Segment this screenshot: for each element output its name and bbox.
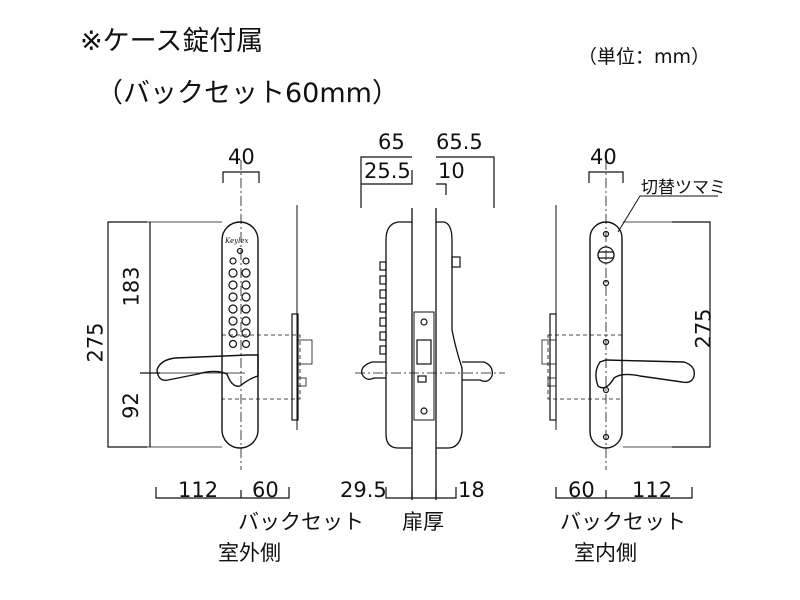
inside-handle (595, 359, 695, 389)
outside-top-dim-line (222, 171, 260, 183)
side-dim-bottom-right: 18 (458, 478, 485, 502)
side-dim-left-inner: 25.5 (364, 159, 411, 183)
unit-note: （単位：mm） (578, 46, 711, 68)
outside-width-top: 40 (228, 145, 255, 169)
inside-width-right: 112 (632, 478, 673, 502)
outside-view: Keylex (107, 160, 313, 499)
case-lock (413, 311, 435, 421)
inside-width-top: 40 (590, 145, 617, 169)
side-dim-left-outer: 65 (378, 130, 405, 154)
inside-dim-275 (672, 221, 711, 448)
side-keypad-buttons (379, 261, 387, 355)
title-line1: ※ケース錠付属 (80, 26, 264, 57)
outside-logo: Keylex (224, 237, 249, 245)
outside-door-plate (291, 313, 299, 421)
inside-side-label: 室内側 (574, 541, 637, 565)
outside-handle (156, 354, 259, 387)
side-view (355, 156, 505, 500)
outside-width-left: 112 (178, 478, 219, 502)
thumbturn-leader (617, 195, 718, 233)
side-bottom-dim (385, 487, 457, 499)
outside-dim-275 (107, 221, 147, 448)
side-inside-body (436, 221, 463, 449)
side-outside-body (385, 221, 412, 449)
outside-lock-body (221, 334, 301, 400)
side-dim-65 (360, 156, 412, 208)
side-handle-outside (361, 361, 386, 380)
side-dim-right-inner: 10 (438, 159, 465, 183)
inside-view (541, 160, 718, 499)
inside-top-dim-line (588, 171, 624, 183)
door-thickness-label: 扉厚 (402, 510, 444, 534)
side-dim-right-outer: 65.5 (436, 130, 483, 154)
side-dim-bottom-left: 29.5 (340, 478, 387, 502)
inside-bottom-dim (555, 487, 693, 499)
outside-width-right: 60 (252, 478, 279, 502)
side-dim-25.5 (361, 170, 413, 185)
inside-backset-label: バックセット (560, 510, 686, 534)
side-dim-65.5 (436, 156, 495, 208)
outside-backset-label: バックセット (238, 510, 364, 534)
outside-keypad (228, 247, 251, 349)
inside-lock-body (547, 334, 623, 400)
outside-bottom-dim (155, 487, 290, 499)
title-line2: （バックセット60mm） (96, 78, 399, 109)
side-handle-inside (462, 361, 493, 382)
inside-width-left: 60 (568, 478, 595, 502)
outside-dim-183 (140, 222, 160, 374)
thumbturn-label: 切替ツマミ (641, 178, 726, 198)
inside-door-plate (549, 313, 557, 421)
side-dim-10 (436, 183, 447, 195)
outside-side-label: 室外側 (218, 541, 281, 565)
